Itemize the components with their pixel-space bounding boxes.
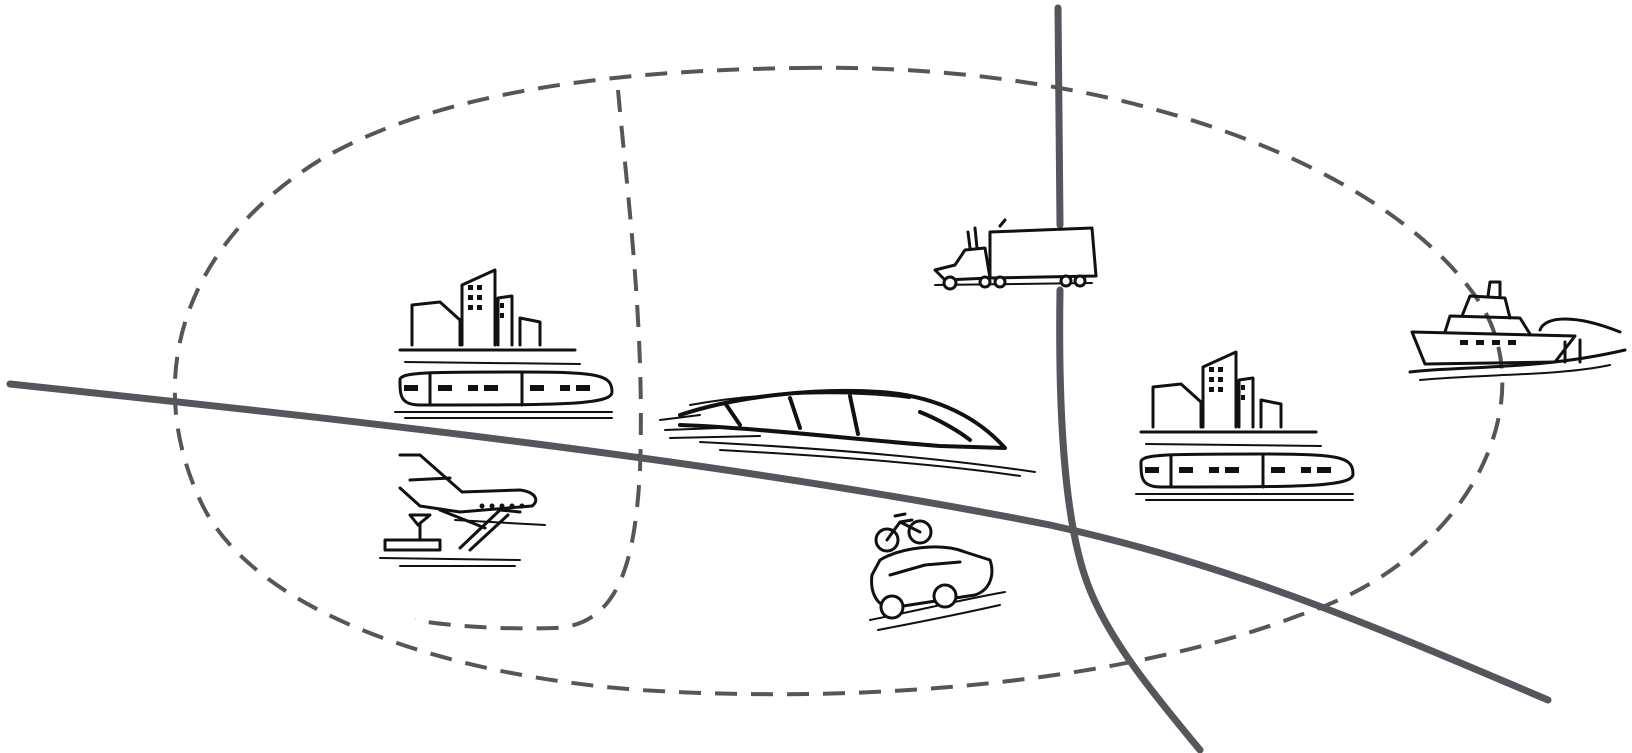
inner-region-boundary (415, 90, 641, 628)
vertical-route-top (1058, 8, 1060, 225)
high-speed-train-icon (660, 391, 1035, 476)
route-lines (10, 8, 1548, 750)
ferry-icon (1410, 282, 1625, 380)
truck-icon (935, 220, 1096, 289)
airport-icon (380, 455, 545, 566)
vertical-route-bottom (1060, 290, 1200, 750)
city-rail-hub-icon (1136, 352, 1353, 500)
city-rail-hub-icon (395, 270, 612, 418)
car-with-bicycle-icon (870, 514, 1005, 630)
